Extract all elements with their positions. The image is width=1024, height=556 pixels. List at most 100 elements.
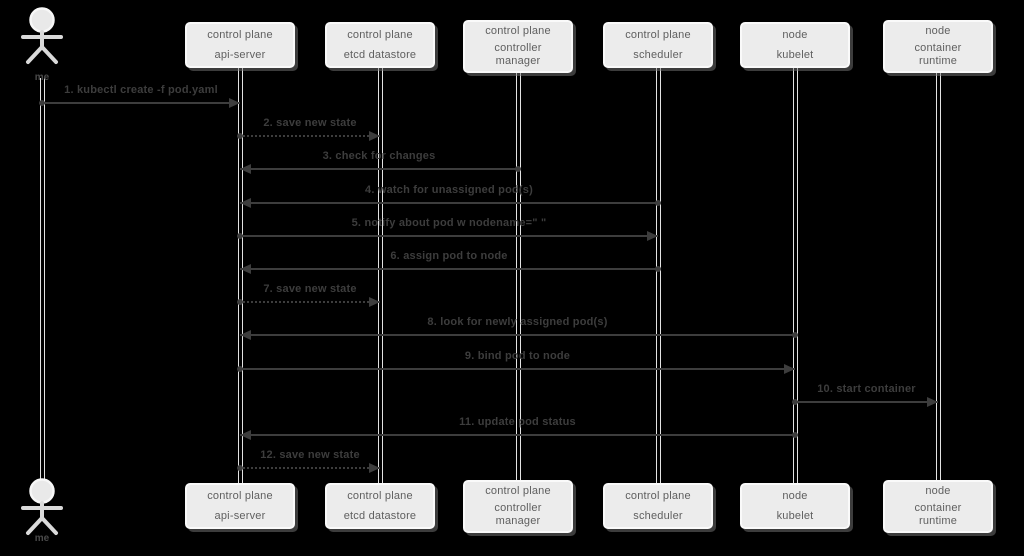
message-label-1: 1. kubectl create -f pod.yaml <box>64 84 218 96</box>
message-arrowhead-8 <box>240 330 251 340</box>
message-line-7 <box>240 301 380 303</box>
participant-name-label: api-server <box>214 48 266 61</box>
actor-head <box>29 7 55 33</box>
participant-box-kubelet-bottom: node kubelet <box>740 483 850 529</box>
message-label-6: 6. assign pod to node <box>390 250 508 262</box>
participant-name-label: api-server <box>214 509 266 522</box>
participant-name-label: controller manager <box>494 502 542 527</box>
participant-group-label: node <box>925 25 951 38</box>
message-line-12 <box>240 467 380 469</box>
message-line-9 <box>240 368 795 370</box>
participant-box-controller-manager-bottom: control plane controller manager <box>463 480 573 533</box>
message-source-dot-8 <box>792 332 798 338</box>
message-line-4 <box>240 202 658 204</box>
message-line-6 <box>240 268 658 270</box>
message-source-dot-11 <box>792 432 798 438</box>
message-label-8: 8. look for newly assigned pod(s) <box>427 316 608 328</box>
message-arrowhead-6 <box>240 264 251 274</box>
lifeline-scheduler <box>655 66 661 485</box>
actor-head <box>29 478 55 504</box>
message-line-5 <box>240 235 658 237</box>
lifeline-api-server <box>237 66 243 485</box>
participant-name-label: etcd datastore <box>343 48 417 61</box>
actor-label-bottom: me <box>34 533 50 544</box>
message-line-11 <box>240 434 795 436</box>
message-label-4: 4. watch for unassigned pod(s) <box>365 184 533 196</box>
message-arrowhead-1 <box>229 98 240 108</box>
participant-box-container-runtime-top: node container runtime <box>883 20 993 73</box>
participant-group-label: node <box>782 489 808 502</box>
message-label-2: 2. save new state <box>263 117 357 129</box>
participant-group-label: control plane <box>347 489 413 502</box>
message-source-dot-5 <box>237 233 243 239</box>
message-label-7: 7. save new state <box>263 283 357 295</box>
actor-figure-bottom <box>14 477 70 548</box>
message-label-10: 10. start container <box>817 383 916 395</box>
message-source-dot-9 <box>237 366 243 372</box>
lifeline-kubelet <box>792 66 798 485</box>
actor-leg-right <box>40 516 58 535</box>
message-arrowhead-9 <box>784 364 795 374</box>
lifeline-etcd-datastore <box>377 66 383 485</box>
participant-box-scheduler-bottom: control plane scheduler <box>603 483 713 529</box>
participant-name-label: controller manager <box>494 42 542 67</box>
participant-name-label: container runtime <box>914 502 962 527</box>
participant-name-label: kubelet <box>776 509 814 522</box>
lifeline-actor <box>39 78 45 479</box>
participant-group-label: node <box>782 28 808 41</box>
participant-box-api-server-bottom: control plane api-server <box>185 483 295 529</box>
participant-name-label: container runtime <box>914 42 962 67</box>
message-source-dot-12 <box>237 465 243 471</box>
message-source-dot-3 <box>515 166 521 172</box>
message-line-3 <box>240 168 518 170</box>
actor-leg-left <box>26 516 44 535</box>
participant-box-kubelet-top: node kubelet <box>740 22 850 68</box>
participant-box-api-server-top: control plane api-server <box>185 22 295 68</box>
message-label-5: 5. notify about pod w nodename=" " <box>351 217 547 229</box>
message-source-dot-2 <box>237 133 243 139</box>
message-line-2 <box>240 135 380 137</box>
participant-group-label: control plane <box>207 489 273 502</box>
message-line-8 <box>240 334 795 336</box>
message-source-dot-1 <box>39 100 45 106</box>
message-label-3: 3. check for changes <box>322 150 436 162</box>
message-source-dot-6 <box>655 266 661 272</box>
participant-box-container-runtime-bottom: node container runtime <box>883 480 993 533</box>
message-label-11: 11. update pod status <box>459 416 576 428</box>
message-arrowhead-7 <box>369 297 380 307</box>
actor-figure-top <box>14 6 70 77</box>
participant-name-label: scheduler <box>633 48 683 61</box>
participant-name-label: kubelet <box>776 48 814 61</box>
participant-group-label: control plane <box>625 489 691 502</box>
message-arrowhead-11 <box>240 430 251 440</box>
message-source-dot-7 <box>237 299 243 305</box>
lifeline-controller-manager <box>515 66 521 485</box>
message-source-dot-4 <box>655 200 661 206</box>
participant-group-label: node <box>925 485 951 498</box>
message-source-dot-10 <box>792 399 798 405</box>
message-label-12: 12. save new state <box>260 449 360 461</box>
participant-group-label: control plane <box>207 28 273 41</box>
actor-leg-left <box>26 45 44 64</box>
message-arrowhead-12 <box>369 463 380 473</box>
participant-box-etcd-datastore-top: control plane etcd datastore <box>325 22 435 68</box>
message-arrowhead-2 <box>369 131 380 141</box>
message-arrowhead-3 <box>240 164 251 174</box>
participant-name-label: etcd datastore <box>343 509 417 522</box>
message-label-9: 9. bind pod to node <box>464 350 571 362</box>
lifeline-container-runtime <box>935 66 941 485</box>
participant-box-etcd-datastore-bottom: control plane etcd datastore <box>325 483 435 529</box>
actor-label-top: me <box>34 72 50 83</box>
participant-box-controller-manager-top: control plane controller manager <box>463 20 573 73</box>
participant-group-label: control plane <box>485 25 551 38</box>
participant-name-label: scheduler <box>633 509 683 522</box>
participant-group-label: control plane <box>485 485 551 498</box>
message-arrowhead-10 <box>927 397 938 407</box>
message-arrowhead-5 <box>647 231 658 241</box>
message-arrowhead-4 <box>240 198 251 208</box>
participant-group-label: control plane <box>347 28 413 41</box>
message-line-1 <box>42 102 240 104</box>
message-line-10 <box>795 401 938 403</box>
